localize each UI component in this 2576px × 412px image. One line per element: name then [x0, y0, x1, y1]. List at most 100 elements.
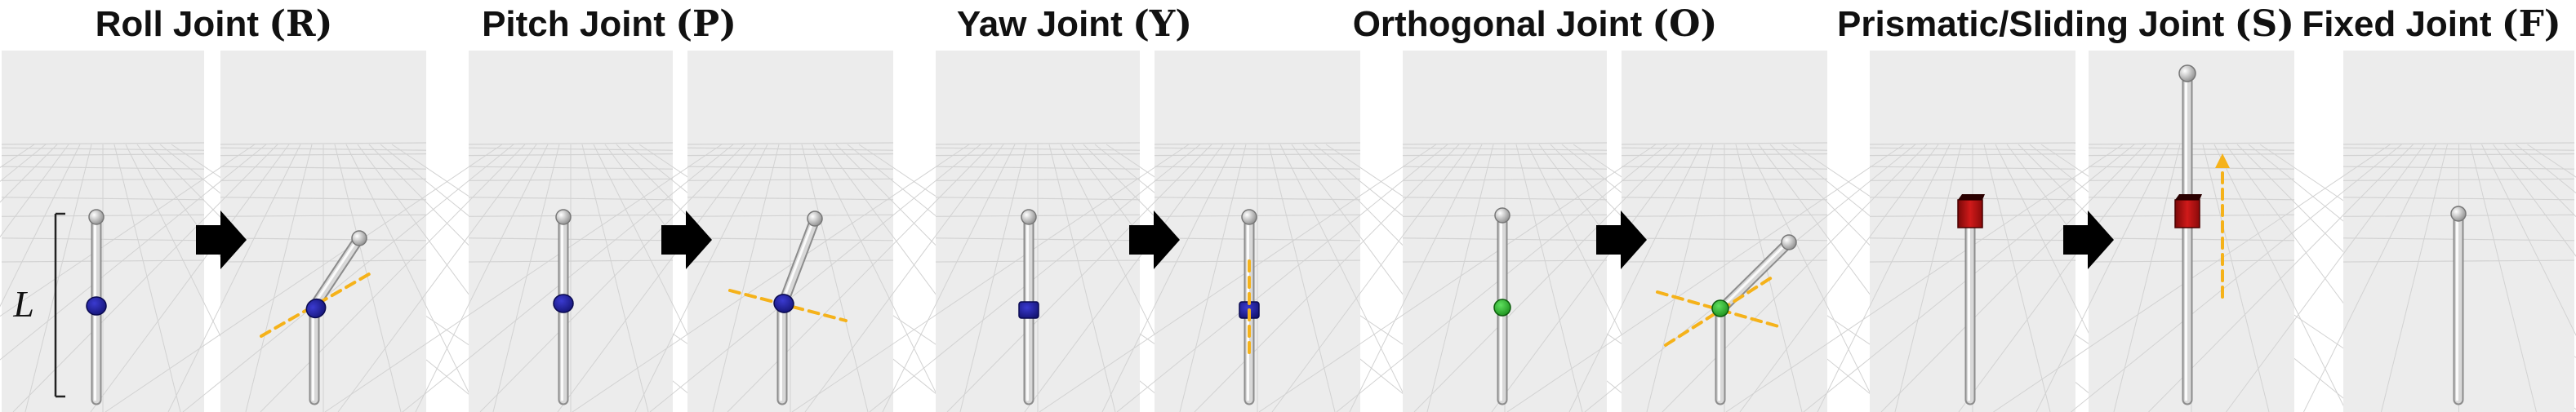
grid-line: [2303, 144, 2436, 412]
grid-line: [2113, 144, 2181, 412]
grid-line: [2504, 144, 2576, 218]
pitch-rod-upper: [776, 216, 820, 312]
title-prismatic: Prismatic/Sliding Joint (S): [1837, 3, 2294, 45]
grid-line: [1268, 144, 1336, 412]
rod-highlight: [780, 220, 814, 308]
orthogonal-rod-upper: [1715, 239, 1792, 316]
grid-line: [345, 144, 479, 412]
prismatic-rod-initial: [1964, 210, 1976, 405]
roll-rod-lower: [309, 300, 320, 405]
grid-line: [2342, 142, 2575, 145]
length-label: L: [12, 283, 34, 325]
grid-line: [2481, 144, 2576, 336]
transition-arrow: [1129, 210, 1180, 269]
rod-tip: [1494, 207, 1510, 224]
prismatic-rod-extended: [2182, 72, 2193, 405]
rod-tip: [1241, 209, 1257, 225]
grid-line: [0, 144, 58, 203]
grid-line: [1154, 142, 1361, 145]
grid-line: [1, 142, 205, 145]
grid-line: [2516, 144, 2576, 194]
grid-line: [1413, 144, 1680, 412]
joint-yaw-band: [1018, 301, 1039, 319]
grid-line: [801, 144, 869, 412]
grid-line: [1179, 144, 1247, 412]
joint-blue: [86, 296, 107, 316]
grid-line: [1880, 144, 2147, 412]
title-fixed: Fixed Joint (F): [2302, 3, 2560, 45]
grid-line: [1024, 144, 1224, 412]
grid-line: [712, 144, 780, 412]
grid-line: [1725, 144, 2124, 412]
grid-line: [337, 144, 537, 412]
grid-line: [1349, 144, 1483, 412]
orthogonal-rod-lower: [1715, 304, 1726, 405]
grid-line: [334, 144, 402, 412]
grid-line: [1646, 144, 1714, 412]
grid-line: [1568, 144, 1702, 412]
grid-line: [1662, 144, 1928, 412]
grid-line: [1402, 142, 1608, 145]
grid-line: [581, 144, 649, 412]
grid-line: [2470, 144, 2537, 412]
joint-blue: [553, 294, 574, 313]
grid-line: [1894, 144, 1962, 412]
rod-tip: [807, 210, 823, 227]
transition-arrow: [1596, 210, 1647, 269]
grid-line: [1426, 144, 1494, 412]
title-yaw: Yaw Joint (Y): [957, 3, 1192, 45]
roll-rod-upper: [309, 235, 363, 312]
joint-blue: [305, 298, 327, 319]
grid-line: [804, 144, 1004, 412]
grid-line: [1869, 142, 2076, 145]
orthogonal-axis-a: [1656, 290, 1780, 328]
grid-line: [935, 142, 1141, 145]
grid-line: [1739, 144, 1939, 412]
grid-line: [557, 144, 757, 412]
grid-line: [882, 144, 1016, 412]
grid-line: [572, 144, 970, 412]
grid-line: [2493, 144, 2576, 257]
grid-line: [1271, 144, 1471, 412]
grid-line: [687, 142, 894, 145]
scene-panel: [324, 51, 1257, 412]
joint-green: [1711, 299, 1729, 317]
length-bracket: [54, 212, 65, 398]
joint-blue: [773, 294, 794, 313]
grid-line: [1048, 144, 1116, 412]
grid-line: [946, 144, 1212, 412]
grid-line: [415, 144, 549, 412]
grid-line: [1506, 144, 1905, 412]
grid-line: [105, 144, 503, 412]
title-roll: Roll Joint (R): [96, 3, 333, 45]
joint-red-slider: [1957, 199, 1983, 228]
grid-line: [727, 144, 993, 412]
grid-line: [959, 144, 1027, 412]
grid-line: [1817, 144, 1951, 412]
grid-line: [1194, 144, 1460, 412]
joint-green: [1493, 299, 1511, 317]
grid-line: [2381, 144, 2448, 412]
grid-line: [492, 144, 560, 412]
grid-line: [24, 144, 92, 412]
grid-line: [1491, 144, 1691, 412]
rod-highlight: [1718, 243, 1786, 312]
scene-panel: [105, 51, 1037, 412]
grid-line: [0, 144, 69, 238]
joint-red-top: [1958, 194, 1985, 200]
rod-tip: [2450, 206, 2467, 222]
rod-tip: [555, 209, 572, 225]
grid-line: [1279, 144, 1413, 412]
grid-line: [260, 144, 526, 412]
grid-line: [479, 144, 745, 412]
rod-tip: [1021, 209, 1037, 225]
pitch-rod-lower: [776, 300, 788, 405]
grid-line: [1515, 144, 1583, 412]
grid-line: [113, 144, 181, 412]
rod-tip: [88, 209, 105, 225]
orthogonal-axis-b: [1664, 276, 1773, 347]
joint-red-top: [2175, 194, 2202, 200]
grid-line: [1983, 144, 2051, 412]
grid-line: [2226, 144, 2425, 412]
